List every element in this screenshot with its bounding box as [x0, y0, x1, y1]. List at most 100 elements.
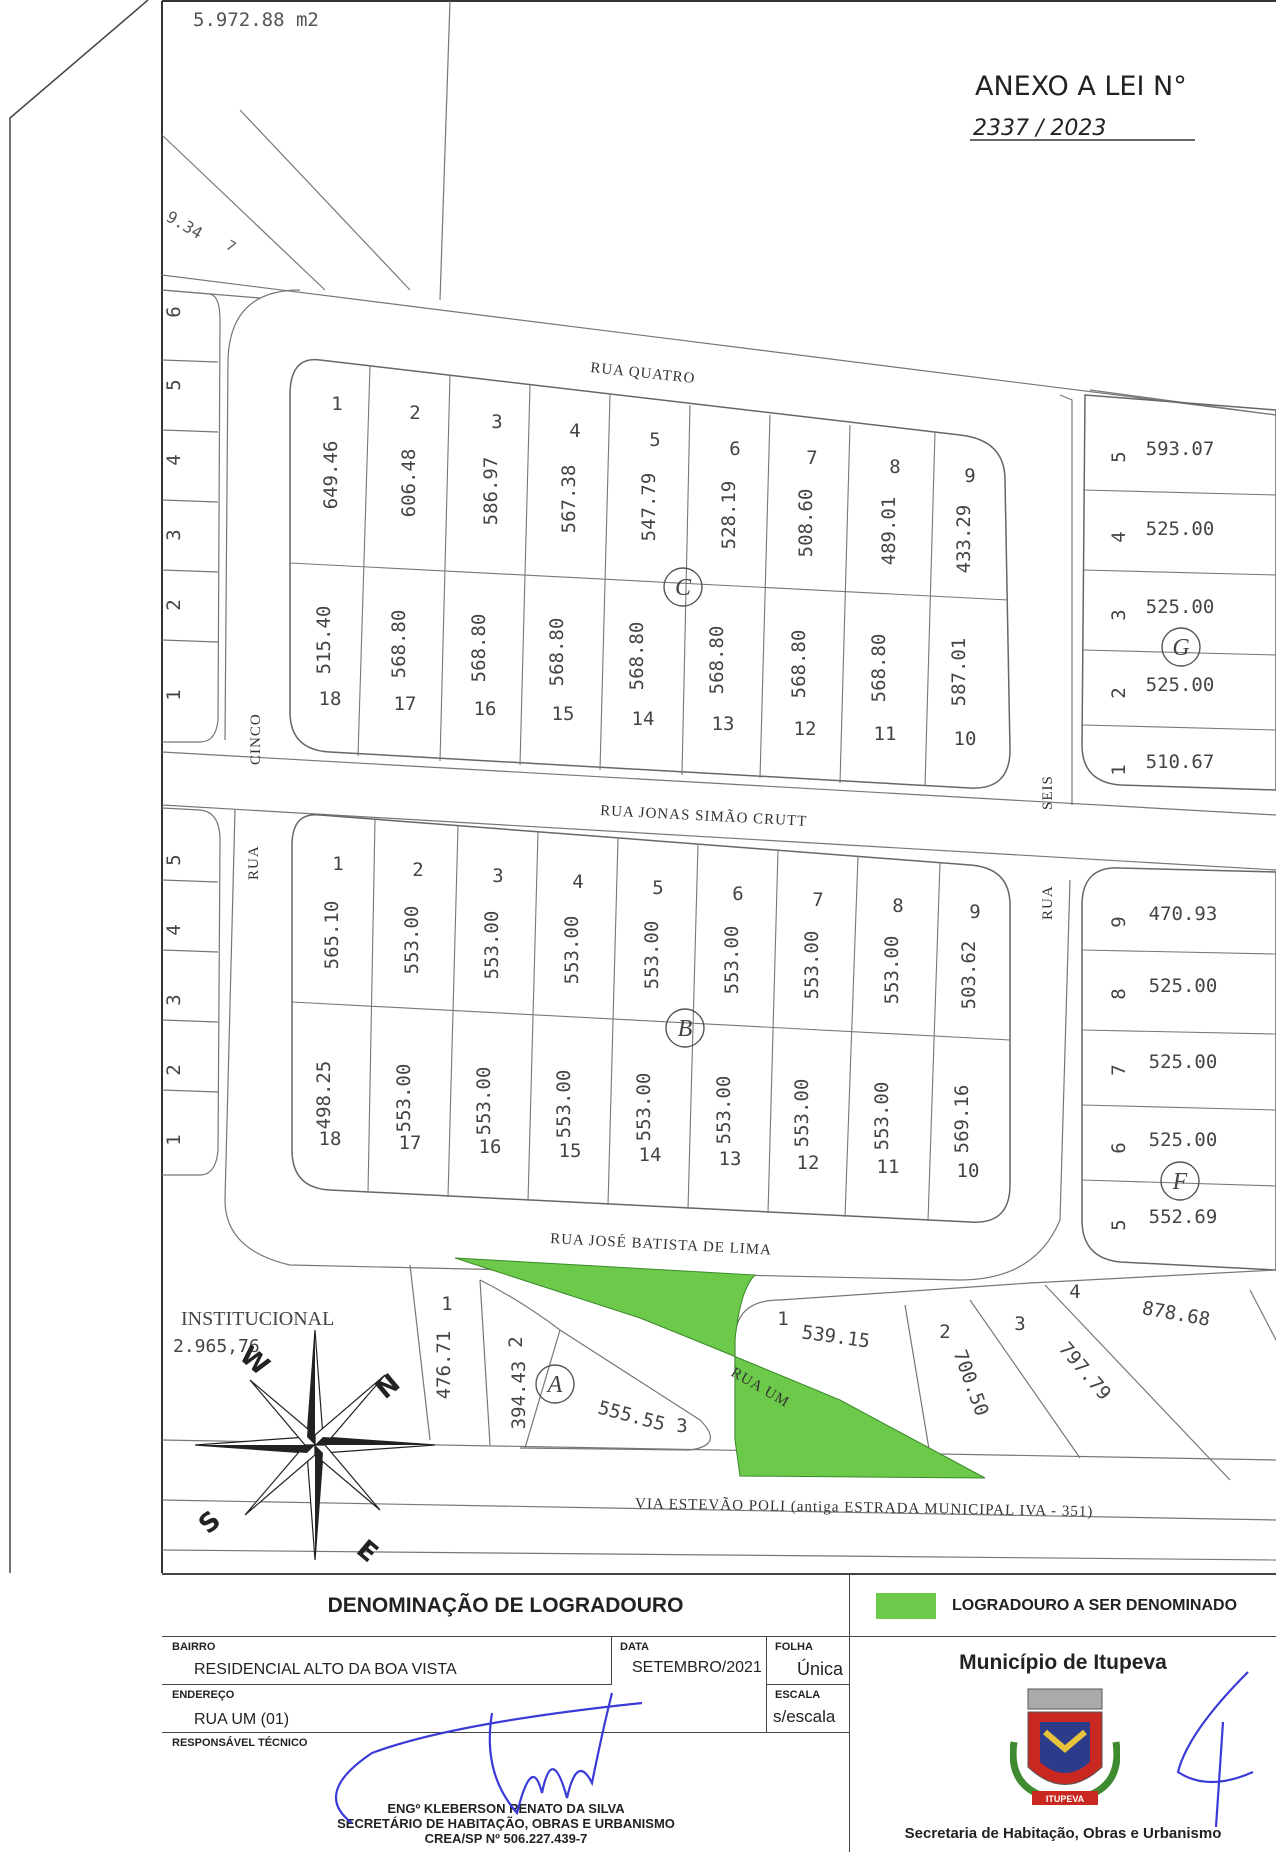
left-edge-lot-10: 1: [163, 1134, 185, 1145]
annex-title: ANEXO A LEI N°: [975, 71, 1187, 102]
block-c-lot-14-number: 14: [632, 708, 655, 730]
block-g-lot-5-number: 5: [1108, 451, 1130, 462]
block-c-lot-17-area: 568.80: [388, 610, 410, 679]
block-g-lot-4-area: 525.00: [1146, 518, 1215, 540]
block-c-lot-12-number: 12: [794, 718, 817, 740]
block-c-lot-10-number: 10: [954, 728, 977, 750]
legend-green-swatch: [876, 1592, 936, 1619]
block-b-lot-10-area: 569.16: [951, 1085, 973, 1154]
block-c-lot-1-area: 649.46: [320, 441, 342, 510]
south-lot-4-area: 878.68: [1140, 1297, 1211, 1331]
institutional-label: INSTITUCIONAL: [181, 1308, 334, 1330]
south-lot-2-area: 700.50: [949, 1347, 993, 1419]
block-f-lot-7-number: 7: [1108, 1064, 1130, 1075]
block-c-lot-7-number: 7: [806, 447, 817, 469]
left-edge-lot-9: 2: [163, 1064, 185, 1075]
block-a-lot-2-area: 394.43: [508, 1361, 530, 1430]
left-edge-lot-1: 5: [163, 379, 185, 390]
escala-label: ESCALA: [775, 1689, 821, 1701]
block-c-lot-4-area: 567.38: [558, 465, 580, 534]
block-b-lot-9-number: 9: [969, 901, 980, 923]
municipal-crest: ITUPEVA: [1010, 1688, 1120, 1805]
block-c-lot-4-number: 4: [569, 420, 580, 442]
block-c-lot-12-area: 568.80: [788, 630, 810, 699]
block-b-lot-2-number: 2: [412, 859, 423, 881]
block-c-lot-3-area: 586.97: [480, 457, 502, 526]
block-b-lot-15-number: 15: [559, 1140, 582, 1162]
resp-label: RESPONSÁVEL TÉCNICO: [172, 1737, 308, 1749]
resp-dept: SECRETÁRIO DE HABITAÇÃO, OBRAS E URBANIS…: [337, 1816, 675, 1831]
folha-value: Única: [796, 1659, 843, 1679]
block-b-lot-18-area: 498.25: [313, 1061, 335, 1130]
block-a-lot-1-area: 476.71: [433, 1331, 455, 1400]
title-block: DENOMINAÇÃO DE LOGRADOURO LOGRADOURO A S…: [162, 1573, 1276, 1852]
block-c-lot-18-number: 18: [319, 688, 342, 710]
block-f-lot-8-number: 8: [1108, 988, 1130, 999]
south-lot-1-area: 539.15: [800, 1321, 871, 1352]
block-c-lot-2-number: 2: [409, 402, 420, 424]
block-f-lot-6-area: 525.00: [1149, 1129, 1218, 1151]
block-b-lot-1-number: 1: [332, 853, 343, 875]
block-g-lot-3-area: 525.00: [1146, 596, 1215, 618]
top-area-label: 5.972.88 m2: [193, 9, 319, 31]
block-label-b: B: [678, 1016, 693, 1042]
block-a-lot-2-number: 2: [505, 1336, 527, 1347]
block-c-lot-16-number: 16: [474, 698, 497, 720]
block-c-lot-9-number: 9: [964, 465, 975, 487]
street-rua-quatro: RUA QUATRO: [590, 360, 697, 387]
block-b-lot-7-number: 7: [812, 889, 823, 911]
legend-key-label: LOGRADOURO A SER DENOMINADO: [952, 1596, 1238, 1614]
bairro-label: BAIRRO: [172, 1641, 216, 1653]
block-c-lot-15-number: 15: [552, 703, 575, 725]
block-g-lot-1-number: 1: [1108, 764, 1130, 775]
south-lot-3-area: 797.79: [1054, 1338, 1115, 1405]
street-via-estevao: VIA ESTEVÃO POLI (antiga ESTRADA MUNICIP…: [635, 1496, 1093, 1520]
block-b-lot-2-area: 553.00: [401, 906, 423, 975]
block-f-lot-9-number: 9: [1108, 916, 1130, 927]
block-b-lot-6-number: 6: [732, 883, 743, 905]
block-c-lot-7-area: 508.60: [795, 489, 817, 558]
street-cinco-a: CINCO: [248, 713, 264, 765]
data-value: SETEMBRO/2021: [632, 1659, 762, 1676]
resp-crea: CREA/SP Nº 506.227.439-7: [424, 1831, 588, 1846]
folha-label: FOLHA: [775, 1641, 813, 1653]
block-c-lot-5-number: 5: [649, 429, 660, 451]
block-c-lot-11-area: 568.80: [868, 634, 890, 703]
institutional-area: 2.965,76: [173, 1336, 260, 1357]
block-b-lot-16-area: 553.00: [473, 1067, 495, 1136]
secretaria-name: Secretaria de Habitação, Obras e Urbanis…: [904, 1825, 1222, 1842]
street-seis-b: RUA: [1040, 885, 1056, 920]
bairro-value: RESIDENCIAL ALTO DA BOA VISTA: [194, 1661, 457, 1678]
block-b-lot-8-number: 8: [892, 895, 903, 917]
block-f-lot-8-area: 525.00: [1149, 975, 1218, 997]
left-parcel-suffix: 7: [223, 238, 238, 256]
compass-s: S: [193, 1505, 227, 1540]
block-c-lot-9-area: 433.29: [953, 505, 975, 574]
data-label: DATA: [620, 1641, 649, 1653]
block-b-lot-12-area: 553.00: [791, 1079, 813, 1148]
block-b-lot-18-number: 18: [319, 1128, 342, 1150]
left-edge-lot-3: 3: [163, 529, 185, 540]
escala-value: s/escala: [773, 1707, 836, 1726]
block-f-lot-7-area: 525.00: [1149, 1051, 1218, 1073]
block-label-a: A: [546, 1372, 563, 1398]
street-rua-jonas: RUA JONAS SIMÃO CRUTT: [600, 803, 808, 830]
block-a-lot-1-number: 1: [441, 1293, 452, 1315]
block-label-c: C: [675, 575, 692, 601]
south-lot-3-number: 3: [1014, 1313, 1025, 1335]
block-c-lot-6-number: 6: [729, 438, 740, 460]
block-g-lot-4-number: 4: [1108, 531, 1130, 542]
block-c-lot-18-area: 515.40: [313, 606, 335, 675]
street-seis-a: SEIS: [1040, 775, 1056, 810]
block-f-lot-5-number: 5: [1108, 1219, 1130, 1230]
crest-text: ITUPEVA: [1046, 1794, 1085, 1804]
block-c-lot-13-area: 568.80: [706, 626, 728, 695]
compass-e: E: [351, 1534, 384, 1568]
block-b-lot-4-number: 4: [572, 871, 583, 893]
block-c-lot-3-number: 3: [491, 411, 502, 433]
title-block-heading: DENOMINAÇÃO DE LOGRADOURO: [327, 1593, 684, 1617]
block-c-lot-2-area: 606.48: [398, 449, 420, 518]
block-c-lot-5-area: 547.79: [638, 473, 660, 542]
subdivision-map: 5.972.88 m2 ANEXO A LEI N° 2337 / 2023 9…: [9, 0, 1276, 1573]
block-b-lot-3-area: 553.00: [481, 911, 503, 980]
